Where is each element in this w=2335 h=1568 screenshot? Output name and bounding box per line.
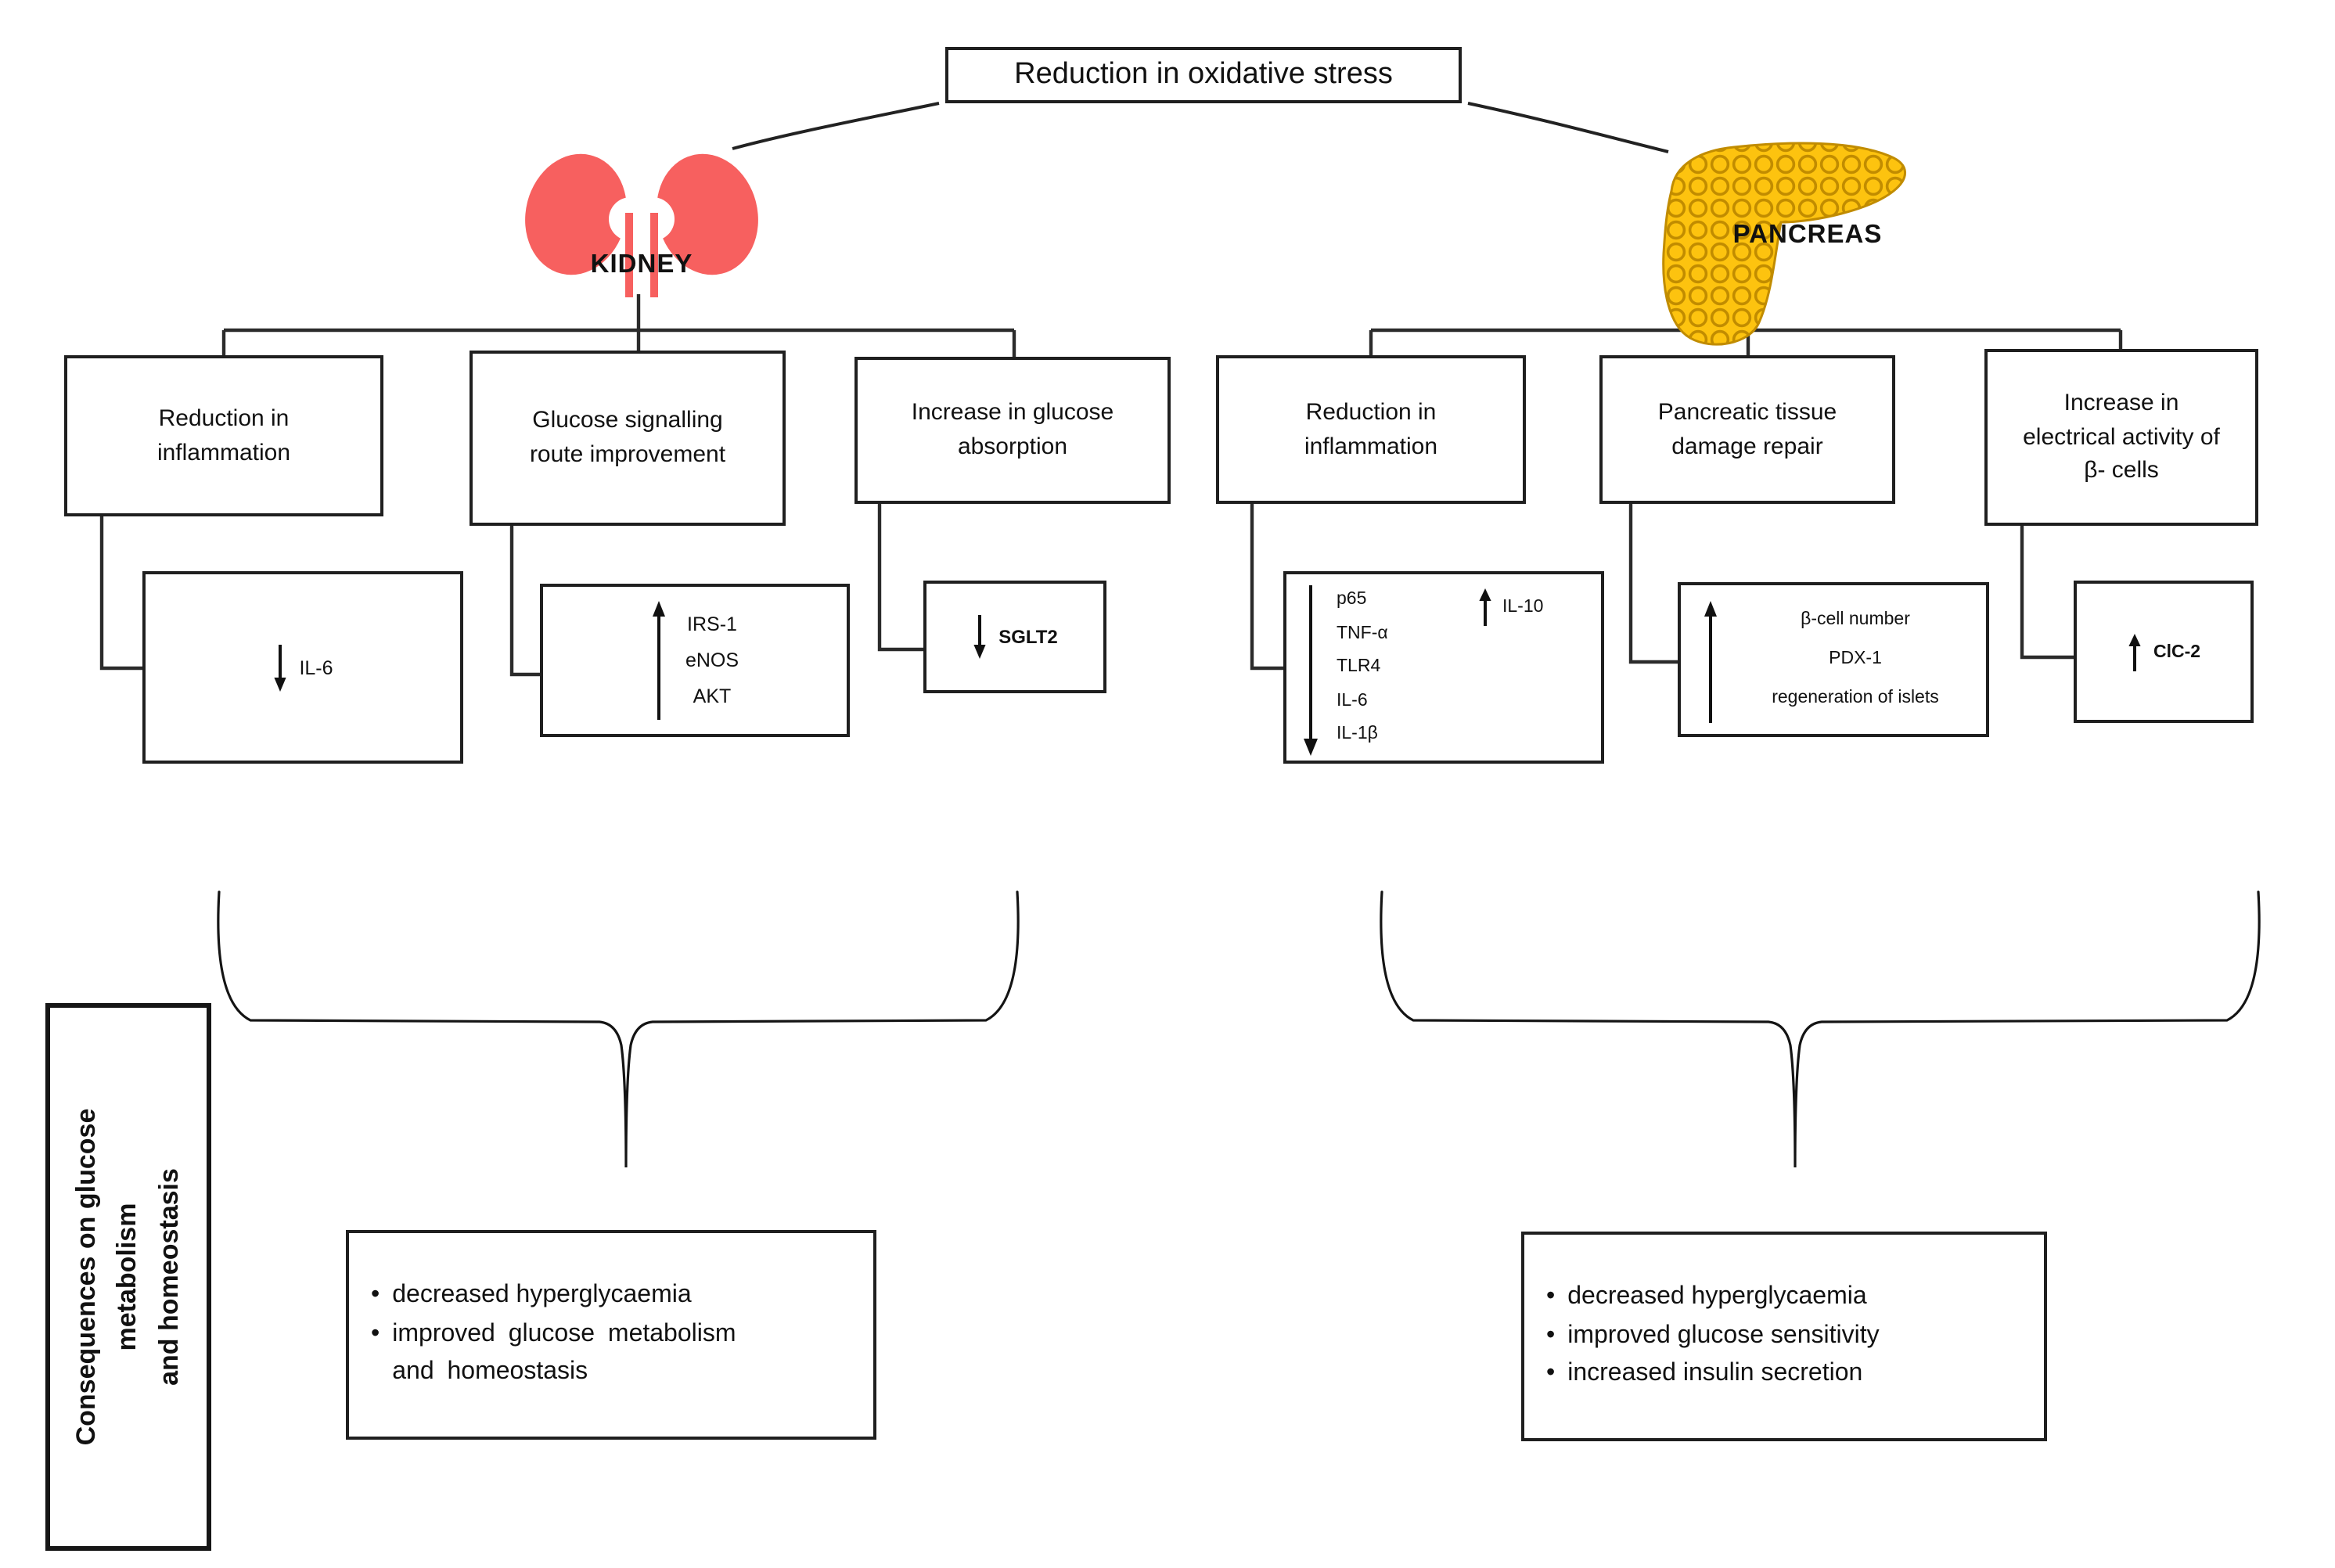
outcome-item: • decreased hyperglycaemia: [1546, 1278, 2022, 1318]
consequences-side-box: Consequences on glucose metabolism and h…: [45, 1003, 211, 1551]
list-item: β-cell number: [1801, 610, 1910, 629]
node-oxidative-stress: Reduction in oxidative stress: [945, 47, 1462, 103]
detail-beta-cell: β-cell number PDX-1 regeneration of isle…: [1678, 582, 1989, 737]
consequences-side-label: Consequences on glucose metabolism and h…: [70, 1108, 184, 1446]
beta-cell-list: β-cell number PDX-1 regeneration of isle…: [1734, 585, 1977, 734]
elbow-inflammation-to-p65: [1250, 504, 1285, 671]
detail-il6: IL-6: [142, 571, 463, 764]
bullet-icon: •: [1546, 1360, 1556, 1387]
detail-irs: IRS-1 eNOS AKT: [540, 584, 850, 737]
pancreas-outcome-box: • decreased hyperglycaemia • improved gl…: [1521, 1232, 2047, 1441]
node-label: Increase in glucose absorption: [911, 399, 1114, 461]
elbow-activity-to-clc2: [2020, 526, 2075, 660]
node-glucose-absorption: Increase in glucose absorption: [854, 357, 1171, 504]
kidney-label: KIDNEY: [590, 250, 693, 279]
list-item: IL-6: [1337, 691, 1368, 710]
outcome-text: decreased hyperglycaemia: [1567, 1282, 1867, 1310]
detail-cytokines: p65 TNF-α TLR4 IL-6 IL-1β IL-10: [1283, 571, 1604, 764]
elbow-inflammation-to-il6: [99, 516, 144, 671]
list-item: PDX-1: [1829, 649, 1882, 668]
node-label: Pancreatic tissue damage repair: [1657, 398, 1837, 460]
outcome-text: decreased hyperglycaemia: [392, 1281, 692, 1308]
pancreas-icon: [1662, 142, 1906, 346]
node-oxidative-stress-label: Reduction in oxidative stress: [1014, 58, 1393, 91]
node-label: Increase in electrical activity of β- ce…: [2023, 389, 2220, 484]
il10-group: IL-10: [1477, 587, 1543, 628]
detail-irs-item: IRS-1: [687, 613, 737, 635]
node-beta-cell-activity: Increase in electrical activity of β- ce…: [1984, 349, 2258, 526]
bullet-icon: •: [1546, 1282, 1556, 1310]
outcome-text: improved glucose sensitivity: [1567, 1322, 1880, 1349]
detail-il6-label: IL-6: [299, 656, 333, 678]
outcome-item: • improved glucose metabolism and homeos…: [371, 1315, 851, 1393]
up-arrow-icon: [1479, 588, 1491, 626]
detail-irs-item: eNOS: [685, 649, 739, 671]
slant-line-to-kidney: [732, 102, 940, 150]
pancreas-label: PANCREAS: [1732, 221, 1883, 249]
detail-sglt2: SGLT2: [923, 581, 1106, 693]
outcome-text: improved glucose metabolism and homeosta…: [392, 1320, 736, 1386]
bullet-icon: •: [371, 1320, 380, 1347]
detail-irs-item: AKT: [693, 685, 732, 707]
node-glucose-signalling: Glucose signalling route improvement: [470, 351, 786, 526]
elbow-signalling-to-irs: [509, 526, 541, 677]
list-item: regeneration of islets: [1772, 689, 1939, 707]
up-arrow-icon: [2128, 633, 2141, 671]
bullet-icon: •: [371, 1281, 380, 1308]
outcome-item: • increased insulin secretion: [1546, 1356, 2022, 1395]
down-arrow-icon: [274, 644, 287, 691]
list-item: p65: [1337, 590, 1367, 609]
right-brace: [1380, 890, 2261, 1168]
bullet-icon: •: [1546, 1322, 1556, 1349]
list-item: IL-1β: [1337, 725, 1378, 743]
node-label: Reduction in inflammation: [157, 405, 291, 466]
elbow-absorption-to-sglt2: [877, 504, 925, 652]
node-label: Glucose signalling route improvement: [529, 407, 726, 469]
detail-clc2: ClC-2: [2074, 581, 2254, 723]
detail-il10-label: IL-10: [1502, 598, 1544, 617]
outcome-item: • decreased hyperglycaemia: [371, 1277, 851, 1316]
detail-clc2-label: ClC-2: [2153, 642, 2201, 661]
list-item: TLR4: [1337, 657, 1381, 676]
down-arrow-icon: [973, 615, 986, 659]
elbow-repair-to-beta: [1628, 504, 1679, 664]
list-item: TNF-α: [1337, 624, 1388, 642]
node-tissue-repair: Pancreatic tissue damage repair: [1599, 355, 1895, 504]
node-label: Reduction in inflammation: [1304, 398, 1438, 460]
down-arrow-icon: [1304, 585, 1318, 756]
node-kidney-inflammation: Reduction in inflammation: [64, 355, 383, 516]
down-regulated-list: p65 TNF-α TLR4 IL-6 IL-1β: [1337, 584, 1388, 752]
kidney-outcome-box: • decreased hyperglycaemia • improved gl…: [346, 1230, 876, 1440]
outcome-item: • improved glucose sensitivity: [1546, 1317, 2022, 1356]
slant-line-to-pancreas: [1467, 102, 1669, 153]
up-arrow-icon: [652, 601, 665, 720]
node-pancreas-inflammation: Reduction in inflammation: [1216, 355, 1526, 504]
up-arrow-icon: [1704, 601, 1717, 723]
kidney-icon: [525, 153, 758, 297]
left-brace: [217, 890, 1020, 1168]
detail-sglt2-label: SGLT2: [998, 626, 1058, 648]
outcome-text: increased insulin secretion: [1567, 1360, 1863, 1387]
